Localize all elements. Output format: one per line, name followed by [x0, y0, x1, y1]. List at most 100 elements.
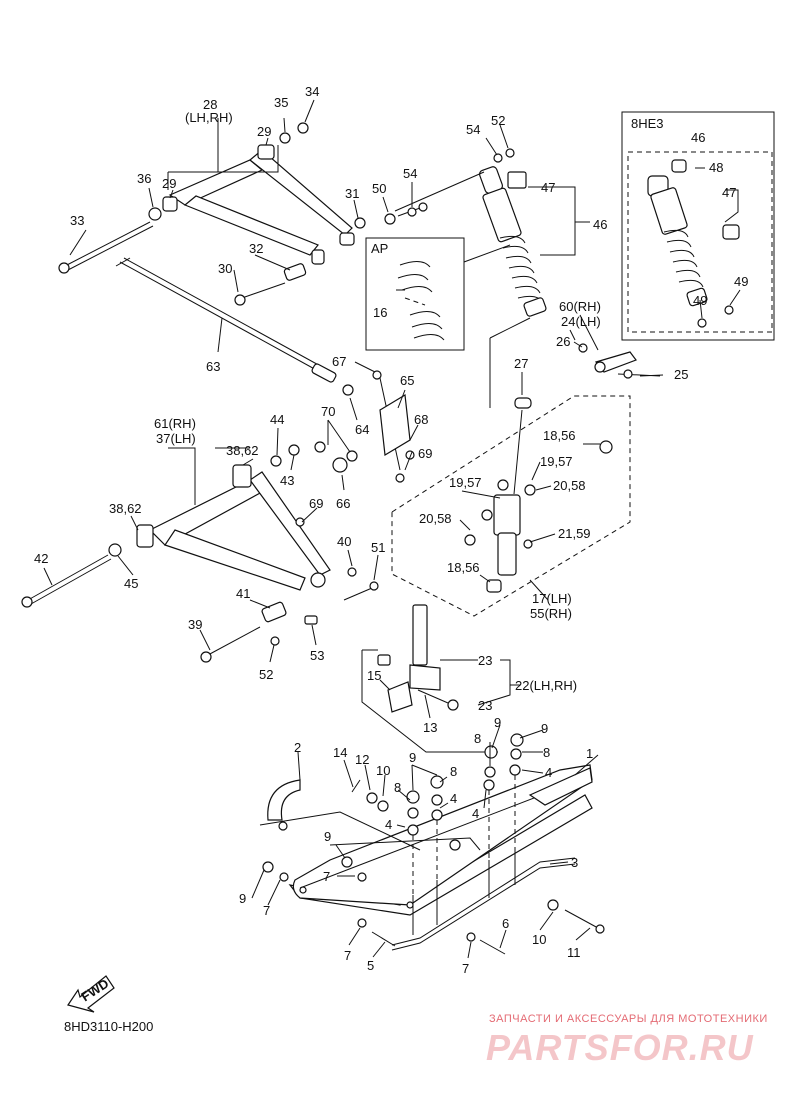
callout-33: 33: [70, 213, 84, 228]
callout-9: 9: [324, 829, 331, 844]
callout-49: 49: [734, 274, 748, 289]
callout-labels: 1 2 3 4 4 4 4 5 6 7 7 7 7 8 8 8 8 9 9 9 …: [34, 84, 748, 976]
callout-39: 39: [188, 617, 202, 632]
callout-27: 27: [514, 356, 528, 371]
callout-25: 25: [674, 367, 688, 382]
fwd-arrow-icon: FWD: [67, 975, 115, 1013]
callout-3: 3: [571, 855, 578, 870]
callout-36: 36: [137, 171, 151, 186]
callout-17-lh: 17(LH): [532, 591, 572, 606]
diagram-code: 8HD3110-H200: [64, 1019, 153, 1034]
callout-10: 10: [532, 932, 546, 947]
callout-7: 7: [462, 961, 469, 976]
callout-31: 31: [345, 186, 359, 201]
callout-29: 29: [162, 176, 176, 191]
callout-4: 4: [545, 765, 552, 780]
callout-68: 68: [414, 412, 428, 427]
callout-20-58: 20,58: [419, 511, 452, 526]
leader-lines: [43, 99, 741, 959]
callout-28-sub: (LH,RH): [185, 110, 233, 125]
callout-26: 26: [556, 334, 570, 349]
callout-70: 70: [321, 404, 335, 419]
callout-4: 4: [450, 791, 457, 806]
tie-rod: [115, 257, 337, 383]
callout-24-lh: 24(LH): [561, 314, 601, 329]
callout-49: 49: [693, 293, 707, 308]
callout-21-59: 21,59: [558, 526, 591, 541]
callout-63: 63: [206, 359, 220, 374]
callout-51: 51: [371, 540, 385, 555]
callout-52: 52: [259, 667, 273, 682]
callout-9: 9: [494, 715, 501, 730]
shock-absorber: [394, 148, 547, 317]
callout-35: 35: [274, 95, 288, 110]
callout-38-62: 38,62: [109, 501, 142, 516]
callout-44: 44: [270, 412, 284, 427]
callout-48: 48: [709, 160, 723, 175]
callout-61-rh: 61(RH): [154, 416, 196, 431]
callout-22: 22(LH,RH): [515, 678, 577, 693]
callout-23: 23: [478, 653, 492, 668]
callout-7: 7: [323, 869, 330, 884]
callout-38-62: 38,62: [226, 443, 259, 458]
callout-40: 40: [337, 534, 351, 549]
callout-69: 69: [309, 496, 323, 511]
callout-55-rh: 55(RH): [530, 606, 572, 621]
callout-42: 42: [34, 551, 48, 566]
callout-66: 66: [336, 496, 350, 511]
callout-1: 1: [586, 746, 593, 761]
callout-9: 9: [541, 721, 548, 736]
callout-13: 13: [423, 720, 437, 735]
callout-18-56: 18,56: [447, 560, 480, 575]
callout-52: 52: [491, 113, 505, 128]
callout-64: 64: [355, 422, 369, 437]
callout-28: 28: [203, 97, 217, 112]
ski: [259, 764, 593, 951]
callout-47: 47: [722, 185, 736, 200]
lower-a-arm: [21, 370, 415, 663]
ap-inset-label: AP: [371, 241, 388, 256]
callout-11: 11: [567, 945, 581, 960]
callout-8: 8: [450, 764, 457, 779]
callout-50: 50: [372, 181, 386, 196]
callout-67: 67: [332, 354, 346, 369]
callout-9: 9: [239, 891, 246, 906]
callout-53: 53: [310, 648, 324, 663]
watermark-tagline: ЗАПЧАСТИ И АКСЕССУАРЫ ДЛЯ МОТОТЕХНИКИ: [489, 1013, 768, 1025]
callout-15: 15: [367, 668, 381, 683]
callout-14: 14: [333, 745, 347, 760]
watermark: ЗАПЧАСТИ И АКСЕССУАРЫ ДЛЯ МОТОТЕХНИКИ PA…: [486, 1013, 768, 1068]
callout-43: 43: [280, 473, 294, 488]
callout-69: 69: [418, 446, 432, 461]
inset-8he3-label: 8HE3: [631, 116, 664, 131]
callout-32: 32: [249, 241, 263, 256]
callout-8: 8: [394, 780, 401, 795]
callout-6: 6: [502, 916, 509, 931]
callout-16: 16: [373, 305, 387, 320]
spindle: [361, 604, 498, 753]
callout-9: 9: [409, 750, 416, 765]
callout-29: 29: [257, 124, 271, 139]
callout-34: 34: [305, 84, 319, 99]
ap-inset: [365, 237, 511, 351]
callout-37-lh: 37(LH): [156, 431, 196, 446]
callout-19-57: 19,57: [449, 475, 482, 490]
callout-19-57: 19,57: [540, 454, 573, 469]
callout-8: 8: [543, 745, 550, 760]
callout-46: 46: [593, 217, 607, 232]
callout-47: 47: [541, 180, 555, 195]
callout-10: 10: [376, 763, 390, 778]
callout-54: 54: [403, 166, 417, 181]
callout-65: 65: [400, 373, 414, 388]
callout-23: 23: [478, 698, 492, 713]
watermark-logo: PARTSFOR.RU: [486, 1027, 754, 1068]
callout-4: 4: [472, 806, 479, 821]
callout-7: 7: [263, 903, 270, 918]
steering-group: [391, 395, 631, 617]
inset-8he3: [621, 111, 775, 341]
ski-hardware: [262, 733, 605, 955]
callout-30: 30: [218, 261, 232, 276]
callout-41: 41: [236, 586, 250, 601]
callout-18-56: 18,56: [543, 428, 576, 443]
